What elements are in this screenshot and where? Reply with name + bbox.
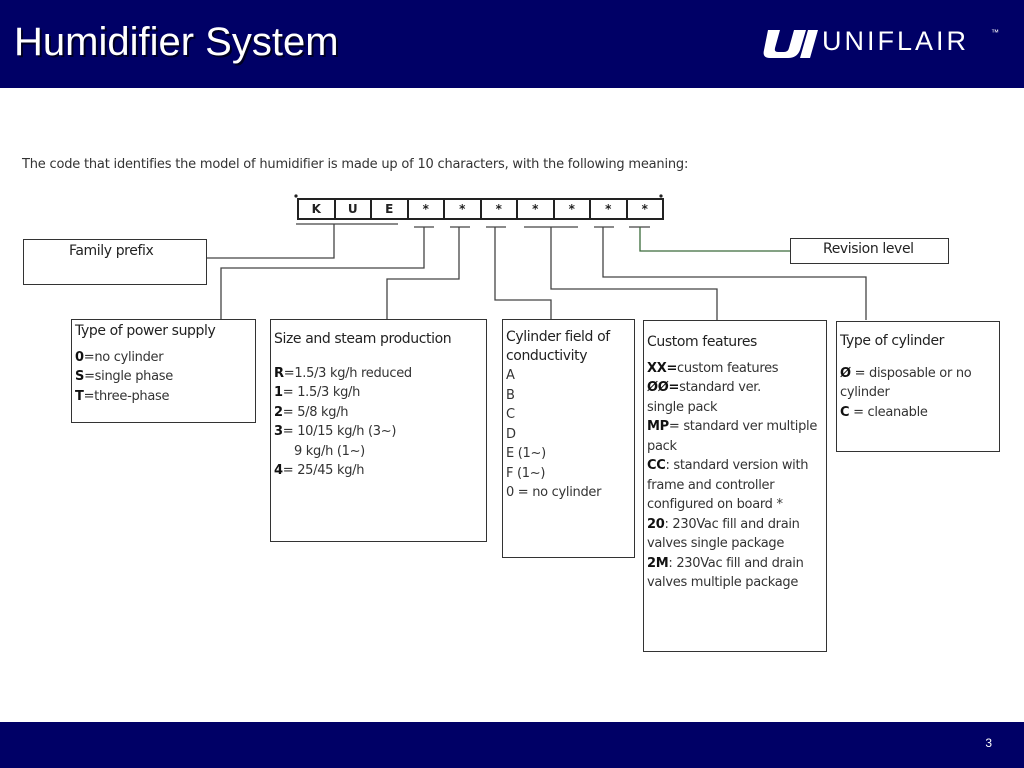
- list-item: 0=no cylinder: [75, 349, 164, 365]
- list-item: 20: 230Vac fill and drain: [647, 516, 800, 532]
- footer-banner: 3: [0, 722, 1024, 768]
- uniflair-mark-icon: [763, 30, 818, 58]
- model-code: K U E * * * * * * *: [297, 198, 664, 220]
- code-char: *: [445, 200, 482, 218]
- list-item: A: [506, 368, 515, 383]
- slide-title: Humidifier System: [14, 20, 339, 64]
- list-item: 4= 25/45 kg/h: [274, 463, 365, 478]
- family-prefix-box: Family prefix: [23, 239, 207, 285]
- list-item: pack: [647, 438, 677, 454]
- list-item: configured on board *: [647, 497, 783, 512]
- list-item: frame and controller: [647, 477, 775, 493]
- code-char: *: [518, 200, 555, 218]
- list-item: 2M: 230Vac fill and drain: [647, 555, 804, 571]
- list-item: T=three-phase: [75, 388, 170, 404]
- custom-features-box: Custom features XX=custom features ØØ=st…: [643, 320, 827, 652]
- intro-text: The code that identifies the model of hu…: [22, 157, 689, 172]
- list-item: CC: standard version with: [647, 458, 809, 473]
- size-steam-box: Size and steam production R=1.5/3 kg/h r…: [270, 319, 487, 542]
- trademark-symbol: ™: [991, 28, 999, 37]
- list-item: 1= 1.5/3 kg/h: [274, 385, 361, 400]
- size-steam-title: Size and steam production: [274, 331, 452, 347]
- list-item: C = cleanable: [840, 404, 928, 420]
- list-item: B: [506, 387, 515, 403]
- title-banner: Humidifier System UNIFLAIR ™: [0, 0, 1024, 88]
- revision-level-box: Revision level: [790, 238, 949, 264]
- list-item: MP= standard ver multiple: [647, 419, 818, 434]
- family-prefix-label: Family prefix: [69, 243, 154, 259]
- code-char: K: [299, 200, 336, 218]
- cylinder-type-title: Type of cylinder: [840, 333, 945, 349]
- page-number: 3: [985, 736, 992, 750]
- code-char: E: [372, 200, 409, 218]
- power-supply-box: Type of power supply 0=no cylinder S=sin…: [71, 319, 256, 423]
- code-char: *: [482, 200, 518, 218]
- list-item: ØØ=standard ver.: [647, 380, 761, 395]
- list-item: 3= 10/15 kg/h (3~): [274, 424, 397, 439]
- list-item: C: [506, 407, 515, 422]
- list-item: S=single phase: [75, 369, 173, 384]
- list-item: E (1~): [506, 446, 546, 461]
- code-char: *: [555, 200, 591, 218]
- custom-features-title: Custom features: [647, 334, 757, 350]
- logo-wordmark: UNIFLAIR: [822, 26, 970, 56]
- list-item: Ø = disposable or no: [840, 365, 972, 381]
- list-item: single pack: [647, 399, 718, 415]
- code-char: *: [409, 200, 445, 218]
- code-char: *: [591, 200, 628, 218]
- list-item: valves single package: [647, 536, 785, 551]
- revision-level-label: Revision level: [823, 241, 914, 257]
- list-item: F (1~): [506, 465, 546, 481]
- cylinder-conductivity-box: Cylinder field of conductivity A B C D E…: [502, 319, 635, 558]
- list-item: 0 = no cylinder: [506, 485, 602, 500]
- code-char: U: [336, 200, 372, 218]
- cylinder-conductivity-title: Cylinder field of conductivity: [506, 329, 610, 364]
- list-item: XX=custom features: [647, 360, 779, 376]
- code-char: *: [628, 200, 664, 218]
- list-item: R=1.5/3 kg/h reduced: [274, 365, 412, 381]
- list-item: 9 kg/h (1~): [294, 443, 365, 459]
- list-item: 2= 5/8 kg/h: [274, 404, 349, 420]
- cylinder-type-box: Type of cylinder Ø = disposable or no cy…: [836, 321, 1000, 452]
- list-item: valves multiple package: [647, 575, 799, 590]
- list-item: cylinder: [840, 385, 890, 400]
- power-supply-title: Type of power supply: [75, 323, 216, 339]
- list-item: D: [506, 426, 516, 442]
